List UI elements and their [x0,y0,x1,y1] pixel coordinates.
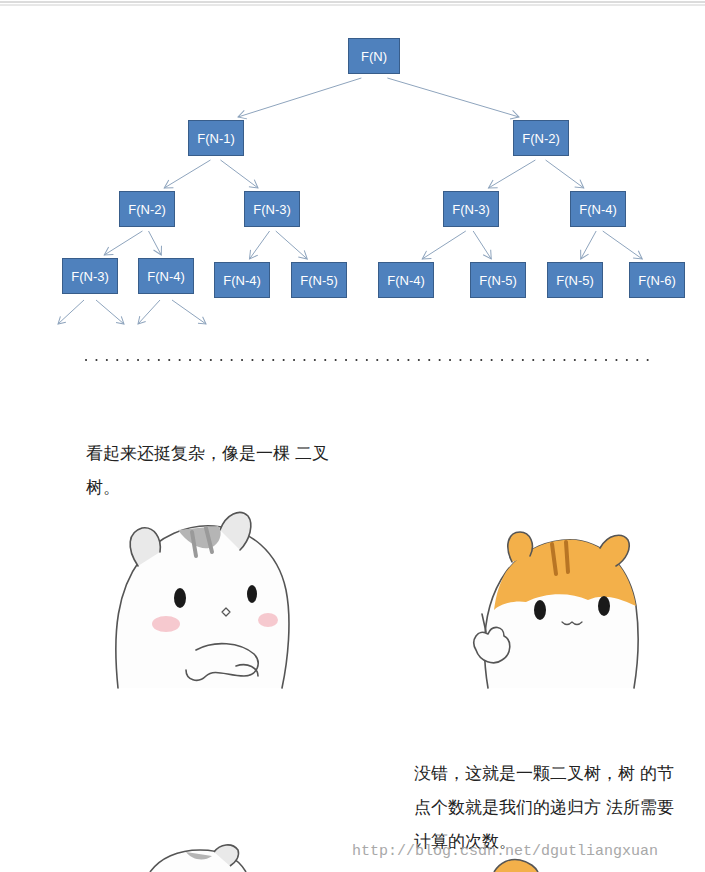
tree-node-box: F(N) [348,38,400,74]
speech-text: 看起来还挺复杂，像是一棵 二叉树。 [86,436,336,504]
recursion-arrow [603,231,643,259]
node-label: F(N-5) [479,273,517,288]
recursion-arrow [164,160,210,188]
orange-hamster-partial [494,860,538,872]
grey-hamster-partial [150,845,246,872]
recursion-arrow [276,231,307,259]
frame-line [0,5,705,6]
node-label: F(N) [361,49,387,64]
node-label: F(N-3) [71,269,109,284]
recursion-arrow [422,231,466,259]
speech-text: 没错，这就是一颗二叉树，树 的节点个数就是我们的递归方 法所需要计算的次数。 [414,756,684,858]
tree-node-box: F(N-2) [119,191,175,227]
tree-node-box: F(N-4) [214,262,270,298]
tree-node-box: F(N-3) [62,258,118,294]
node-label: F(N-5) [556,273,594,288]
tree-node-box: F(N-5) [291,262,347,298]
tree-node-box: F(N-5) [470,262,526,298]
recursion-arrow [220,160,258,188]
tree-node-box: F(N-3) [443,191,499,227]
orange-hamster [474,532,638,688]
recursion-arrow [104,231,142,255]
recursion-arrow [473,231,491,259]
recursion-arrow [250,231,270,259]
tree-node-box: F(N-5) [547,262,603,298]
node-label: F(N-2) [128,202,166,217]
recursion-arrow [581,231,596,259]
node-label: F(N-4) [147,269,185,284]
node-label: F(N-3) [452,202,490,217]
node-label: F(N-5) [300,273,338,288]
leaf-arrows [58,300,206,324]
grey-hamster [116,512,289,688]
tree-node-box: F(N-3) [244,191,300,227]
tree-node-box: F(N-6) [629,262,685,298]
node-label: F(N-4) [387,273,425,288]
recursion-arrow [387,78,519,117]
tree-node-box: F(N-4) [138,258,194,294]
tree-node-box: F(N-1) [188,120,244,156]
tree-node-box: F(N-4) [378,262,434,298]
tree-node-box: F(N-4) [570,191,626,227]
node-label: F(N-1) [197,131,235,146]
recursion-arrow [546,160,584,188]
frame-line [0,2,705,3]
recursion-arrow [489,160,536,188]
watermark: http://blog.csdn.net/dgutliangxuan [352,842,697,862]
node-label: F(N-4) [223,273,261,288]
tree-node-box: F(N-2) [513,120,569,156]
node-label: F(N-4) [579,202,617,217]
recursion-arrow [149,231,162,255]
node-label: F(N-2) [522,131,560,146]
ellipsis-dots [86,359,652,361]
recursion-arrow [238,78,361,117]
node-label: F(N-6) [638,273,676,288]
node-label: F(N-3) [253,202,291,217]
